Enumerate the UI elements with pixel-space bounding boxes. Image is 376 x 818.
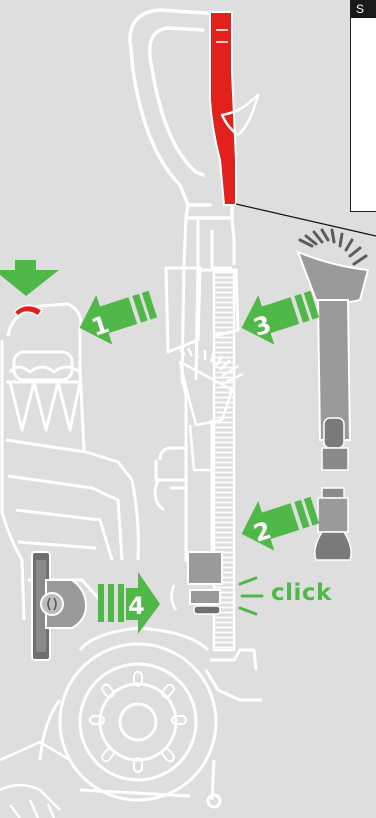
- step-2-arrow: [234, 485, 323, 558]
- bin-release-button: [14, 305, 42, 316]
- step-1-arrow: [72, 279, 161, 352]
- combination-tool: [298, 230, 368, 470]
- click-motion-lines: [240, 578, 262, 614]
- handle-release-red: [210, 12, 258, 205]
- callout-header-letter: S: [356, 1, 364, 17]
- tool-adaptor: [315, 488, 351, 560]
- click-label: click: [271, 578, 332, 608]
- ball-base-slots: [90, 672, 186, 772]
- turbine-tool: [32, 552, 86, 660]
- cyclone-bin: [2, 304, 138, 620]
- step-4-number: 4: [128, 592, 145, 620]
- step-3-arrow: [234, 279, 323, 352]
- callout-header: S: [351, 0, 376, 18]
- ball-base: [40, 628, 262, 807]
- callout-box: S: [350, 0, 376, 212]
- attached-adaptor: [171, 552, 222, 614]
- green-down-arrow: [0, 260, 59, 296]
- main-body-spine: [155, 420, 212, 560]
- cleaner-head-bottom-left: [0, 742, 70, 818]
